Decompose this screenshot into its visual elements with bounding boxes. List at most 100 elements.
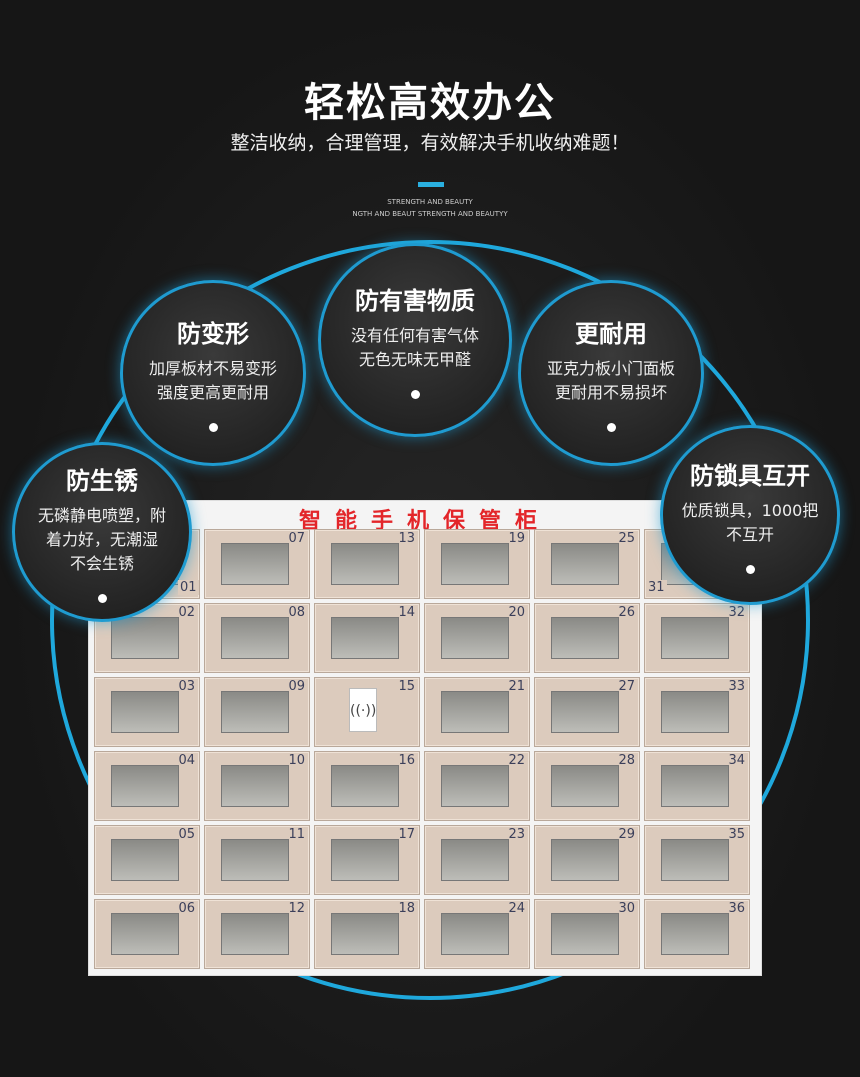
locker-door: 30 [534,899,640,969]
locker-window [221,913,289,955]
locker-number: 33 [728,679,745,694]
locker-window [331,913,399,955]
locker-door: 20 [424,603,530,673]
locker-window [221,691,289,733]
locker-door: 03 [94,677,200,747]
locker-number: 29 [618,827,635,842]
locker-door: 12 [204,899,310,969]
locker-window [551,839,619,881]
locker-number: 14 [398,605,415,620]
locker-door: 16 [314,751,420,821]
locker-window [111,617,179,659]
locker-door: 35 [644,825,750,895]
locker-window [551,543,619,585]
locker-grid: 07 13 19 25 02 08 14 20 26 32 03 09 ((·)) 15 21 27 33 04 1… [94,529,750,969]
locker-door: 17 [314,825,420,895]
locker-door: 21 [424,677,530,747]
subtitle: 整洁收纳，合理管理，有效解决手机收纳难题！ [230,132,630,154]
locker-door: 10 [204,751,310,821]
locker-door: 29 [534,825,640,895]
locker-door: 04 [94,751,200,821]
accent-divider [418,182,444,187]
locker-door: 34 [644,751,750,821]
locker-door: 14 [314,603,420,673]
locker-number: 20 [508,605,525,620]
locker-window [331,617,399,659]
locker-number: 17 [398,827,415,842]
locker-window [331,839,399,881]
locker-window [661,691,729,733]
locker-door: 36 [644,899,750,969]
locker-window [661,913,729,955]
locker-window [111,913,179,955]
locker-door: 13 [314,529,420,599]
locker-window [551,765,619,807]
locker-door: 05 [94,825,200,895]
locker-door: 25 [534,529,640,599]
locker-number: 31 [646,580,667,595]
locker-window [441,839,509,881]
locker-door: 02 [94,603,200,673]
locker-window [441,765,509,807]
locker-number: 12 [288,901,305,916]
locker-number: 28 [618,753,635,768]
locker-door: 28 [534,751,640,821]
locker-number: 21 [508,679,525,694]
locker-number: 27 [618,679,635,694]
wireless-card-reader-icon: ((·)) [349,688,377,732]
english-tagline-2: NGTH AND BEAUT STRENGTH AND BEAUTYY [352,210,508,218]
locker-door: 33 [644,677,750,747]
locker-door: 06 [94,899,200,969]
locker-number: 07 [288,531,305,546]
locker-number: 34 [728,753,745,768]
locker-number: 08 [288,605,305,620]
locker-number: 03 [178,679,195,694]
locker-door: 19 [424,529,530,599]
locker-door: 11 [204,825,310,895]
locker-number: 30 [618,901,635,916]
locker-window [441,543,509,585]
locker-door: 27 [534,677,640,747]
locker-window [551,617,619,659]
locker-number: 24 [508,901,525,916]
locker-window [221,765,289,807]
locker-door: 18 [314,899,420,969]
locker-number: 15 [398,679,415,694]
locker-number: 35 [728,827,745,842]
locker-number: 23 [508,827,525,842]
locker-window [111,691,179,733]
locker-number: 32 [728,605,745,620]
locker-number: 25 [618,531,635,546]
locker-window [331,765,399,807]
locker-door: ((·)) 15 [314,677,420,747]
locker-number: 19 [508,531,525,546]
locker-window [221,839,289,881]
locker-window [441,913,509,955]
locker-door: 23 [424,825,530,895]
locker-door: 07 [204,529,310,599]
locker-number: 05 [178,827,195,842]
locker-window [661,765,729,807]
locker-window [221,617,289,659]
locker-door: 09 [204,677,310,747]
locker-number: 06 [178,901,195,916]
locker-window [441,617,509,659]
locker-number: 16 [398,753,415,768]
locker-door: 24 [424,899,530,969]
locker-window [441,691,509,733]
locker-number: 01 [178,580,199,595]
locker-window [661,839,729,881]
locker-door: 22 [424,751,530,821]
locker-window [111,839,179,881]
locker-door: 32 [644,603,750,673]
locker-number: 04 [178,753,195,768]
locker-window [221,543,289,585]
locker-number: 02 [178,605,195,620]
locker-number: 09 [288,679,305,694]
locker-number: 18 [398,901,415,916]
locker-window [111,543,179,585]
locker-window [551,913,619,955]
locker-number: 11 [288,827,305,842]
locker-number: 26 [618,605,635,620]
